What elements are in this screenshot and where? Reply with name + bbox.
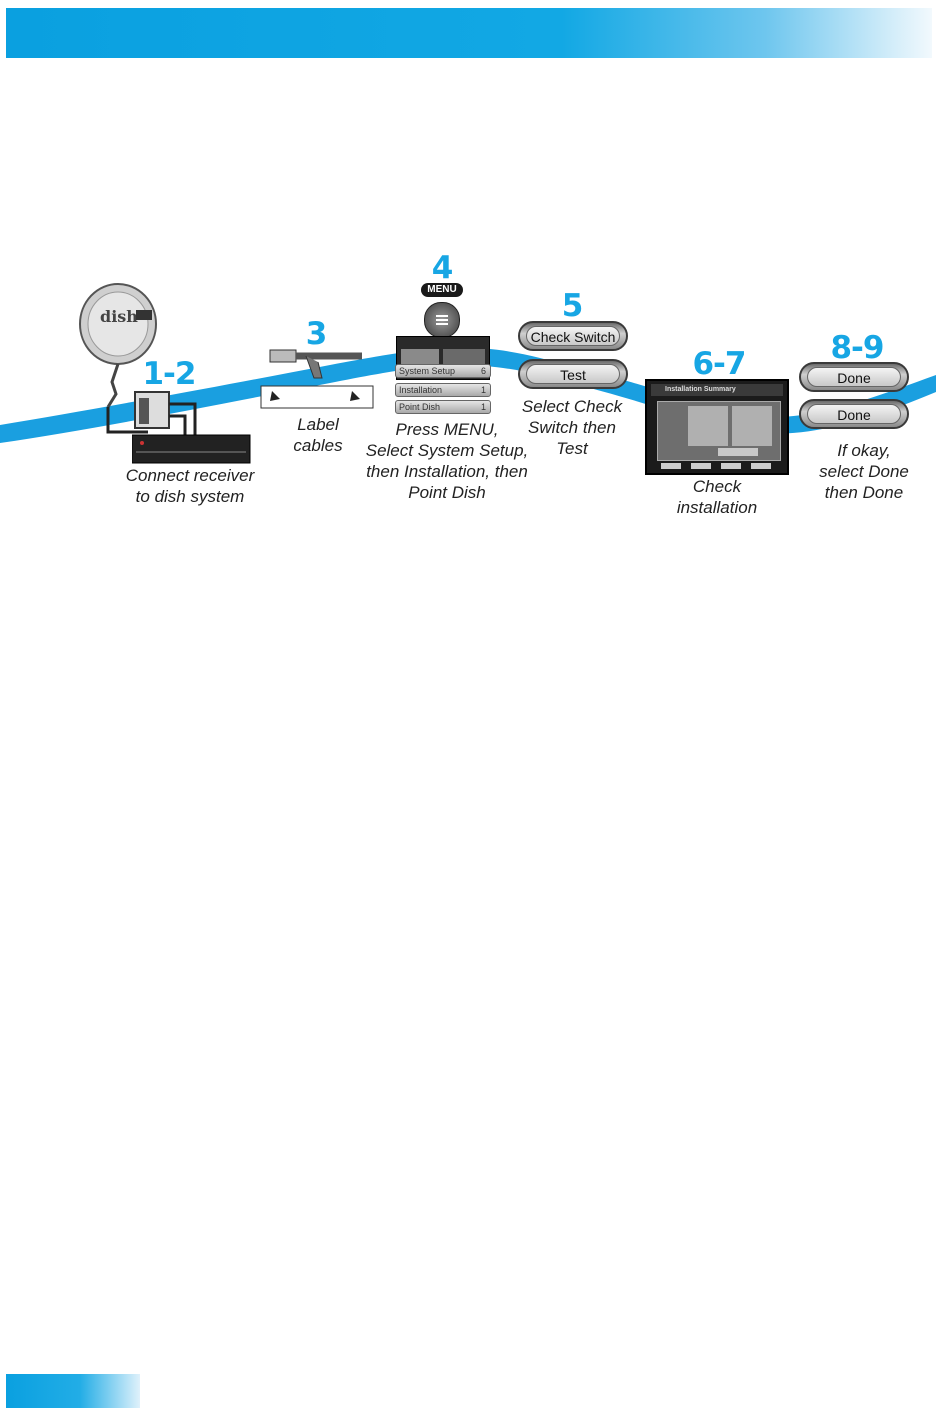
done-label: Done [807, 404, 901, 424]
caption-line: Select Check [506, 396, 638, 417]
menu-item-system-setup[interactable]: System Setup 6 [395, 364, 491, 378]
menu-item-label: Point Dish [399, 402, 440, 412]
step-number-1-2: 1-2 [138, 356, 200, 392]
menu-item-point-dish[interactable]: Point Dish 1 [395, 400, 491, 414]
menu-item-number: 1 [481, 384, 486, 396]
check-switch-button[interactable]: Check Switch [518, 321, 628, 351]
caption-line: to dish system [110, 486, 270, 507]
caption-line: If okay, [804, 440, 924, 461]
step-3-caption: Label cables [276, 414, 360, 456]
page-tab-band [6, 1374, 140, 1408]
screen-title: Installation Summary [651, 384, 783, 396]
caption-line: Connect receiver [110, 465, 270, 486]
check-switch-label: Check Switch [526, 326, 620, 346]
caption-line: select Done [804, 461, 924, 482]
step-number-5: 5 [552, 288, 592, 324]
done-label: Done [807, 367, 901, 387]
menu-item-label: Installation [399, 385, 442, 395]
step-number-8-9: 8-9 [826, 330, 888, 366]
label-icon [260, 385, 374, 409]
menu-item-installation[interactable]: Installation 1 [395, 383, 491, 397]
done-button-1[interactable]: Done [799, 362, 909, 392]
menu-item-number: 1 [481, 401, 486, 413]
caption-line: Check [664, 476, 770, 497]
caption-line: Test [506, 438, 638, 459]
menu-item-number: 6 [481, 365, 486, 377]
caption-line: cables [276, 435, 360, 456]
test-button[interactable]: Test [518, 359, 628, 389]
caption-line: Switch then [506, 417, 638, 438]
caption-line: Label [276, 414, 360, 435]
header-band [6, 8, 932, 58]
svg-text:dish: dish [100, 307, 138, 326]
step-1-2-caption: Connect receiver to dish system [110, 465, 270, 507]
cable-icon [266, 342, 366, 384]
caption-line: then Done [804, 482, 924, 503]
menu-item-label: System Setup [399, 366, 455, 376]
caption-line: installation [664, 497, 770, 518]
step-number-4: 4 [422, 250, 462, 286]
menu-icon[interactable] [424, 302, 460, 338]
menu-remote-button[interactable]: MENU [421, 283, 463, 297]
tv-screen-icon: Installation Summary [645, 379, 789, 475]
step-5-caption: Select Check Switch then Test [506, 396, 638, 459]
switch-icon [125, 390, 215, 438]
receiver-icon [132, 433, 252, 465]
menu-list: System Setup 6 Installation 1 Point Dish… [395, 364, 493, 414]
caption-line: Point Dish [350, 482, 544, 503]
test-label: Test [526, 364, 620, 384]
step-6-7-caption: Check installation [664, 476, 770, 518]
step-8-9-caption: If okay, select Done then Done [804, 440, 924, 503]
done-button-2[interactable]: Done [799, 399, 909, 429]
caption-line: then Installation, then [350, 461, 544, 482]
step-number-6-7: 6-7 [688, 346, 750, 382]
